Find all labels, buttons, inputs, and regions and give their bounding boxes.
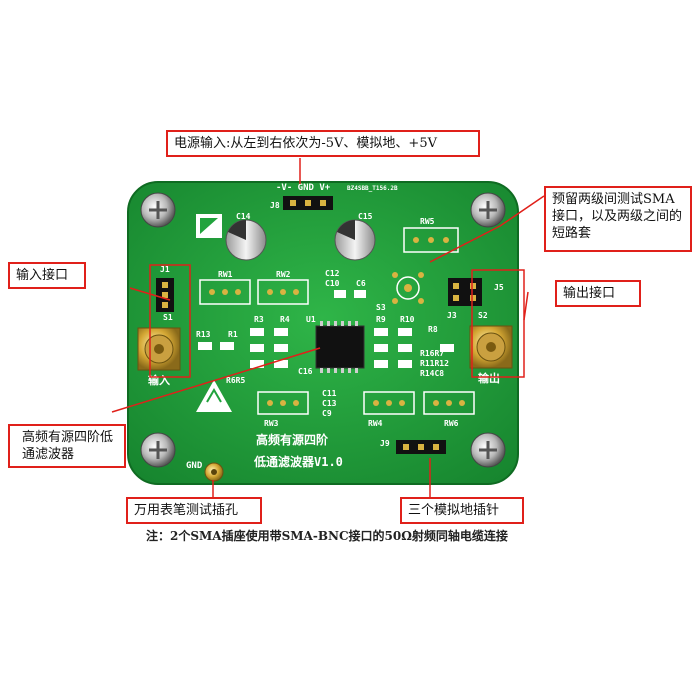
refdes-rw4: RW4 xyxy=(368,419,383,428)
refdes-r14c8: R14C8 xyxy=(420,369,444,378)
refdes-j9: J9 xyxy=(380,439,390,448)
sma-footprint-s3 xyxy=(392,272,424,304)
refdes-j8: J8 xyxy=(270,201,280,210)
sma-input-connector xyxy=(137,327,181,371)
refdes-c13: C13 xyxy=(322,399,337,408)
esd-warning-icon xyxy=(196,380,232,412)
refdes-j3: J3 xyxy=(447,311,457,320)
refdes-r10: R10 xyxy=(400,315,415,324)
callout-sma-reserve: 预留两级间测试SMA接口，以及两级之间的短路套 xyxy=(544,186,692,252)
refdes-s2: S2 xyxy=(478,311,488,320)
refdes-j5: J5 xyxy=(494,283,504,292)
opamp-chip-u1 xyxy=(315,321,365,373)
refdes-r4: R4 xyxy=(280,315,290,324)
refdes-r8: R8 xyxy=(428,325,438,334)
callout-filter: 高频有源四阶低通滤波器 xyxy=(8,424,126,468)
potentiometer-rw3 xyxy=(257,391,309,415)
refdes-r1: R1 xyxy=(228,330,238,339)
refdes-c14: C14 xyxy=(236,212,251,221)
screw-icon xyxy=(470,192,506,228)
refdes-c9: C9 xyxy=(322,409,332,418)
refdes-rw1: RW1 xyxy=(218,270,233,279)
capacitor-c15 xyxy=(334,219,376,261)
refdes-j1: J1 xyxy=(160,265,170,274)
refdes-rw5: RW5 xyxy=(420,217,435,226)
refdes-r6r5: R6R5 xyxy=(226,376,245,385)
output-silk-label: 输出 xyxy=(478,371,500,385)
refdes-r3: R3 xyxy=(254,315,264,324)
callout-output-port: 输出接口 xyxy=(555,280,641,307)
callout-ground-pins: 三个模拟地插针 xyxy=(400,497,524,524)
usage-note: 注：2个SMA插座使用带SMA-BNC接口的50Ω射频同轴电缆连接 xyxy=(146,529,508,543)
gnd-silk-label: GND xyxy=(186,461,203,471)
refdes-rw6: RW6 xyxy=(444,419,459,428)
capacitor-c14 xyxy=(225,219,267,261)
screw-icon xyxy=(470,432,506,468)
refdes-c11: C11 xyxy=(322,389,337,398)
refdes-c12: C12 xyxy=(325,269,340,278)
power-header-label: -V- GND V+ xyxy=(276,183,331,193)
refdes-u1: U1 xyxy=(306,315,316,324)
refdes-r9: R9 xyxy=(376,315,386,324)
callout-gnd-probe: 万用表笔测试插孔 xyxy=(126,497,262,524)
board-title-line2: 低通滤波器V1.0 xyxy=(253,454,343,469)
potentiometer-rw5 xyxy=(403,227,459,253)
refdes-r16r7: R16R7 xyxy=(420,349,444,358)
callout-power-input: 电源输入:从左到右依次为-5V、模拟地、+5V xyxy=(166,130,480,157)
sma-output-connector xyxy=(469,325,513,369)
refdes-c10: C10 xyxy=(325,279,340,288)
refdes-r11r12: R11R12 xyxy=(420,359,449,368)
input-silk-label: 输入 xyxy=(148,373,170,387)
potentiometer-rw6 xyxy=(423,391,475,415)
refdes-s3: S3 xyxy=(376,303,386,312)
refdes-c16: C16 xyxy=(298,367,313,376)
potentiometer-rw1 xyxy=(199,279,251,305)
callout-input-port: 输入接口 xyxy=(8,262,86,289)
screw-icon xyxy=(140,192,176,228)
potentiometer-rw2 xyxy=(257,279,309,305)
refdes-s1: S1 xyxy=(163,313,173,322)
refdes-rw2: RW2 xyxy=(276,270,291,279)
board-id-label: BZ4SBB_T156.2B xyxy=(347,185,398,192)
screw-icon xyxy=(140,432,176,468)
refdes-c15: C15 xyxy=(358,212,373,221)
header-j3 xyxy=(448,278,482,306)
refdes-rw3: RW3 xyxy=(264,419,279,428)
board-title-line1: 高频有源四阶 xyxy=(256,432,329,447)
refdes-r13: R13 xyxy=(196,330,211,339)
refdes-c6: C6 xyxy=(356,279,366,288)
potentiometer-rw4 xyxy=(363,391,415,415)
